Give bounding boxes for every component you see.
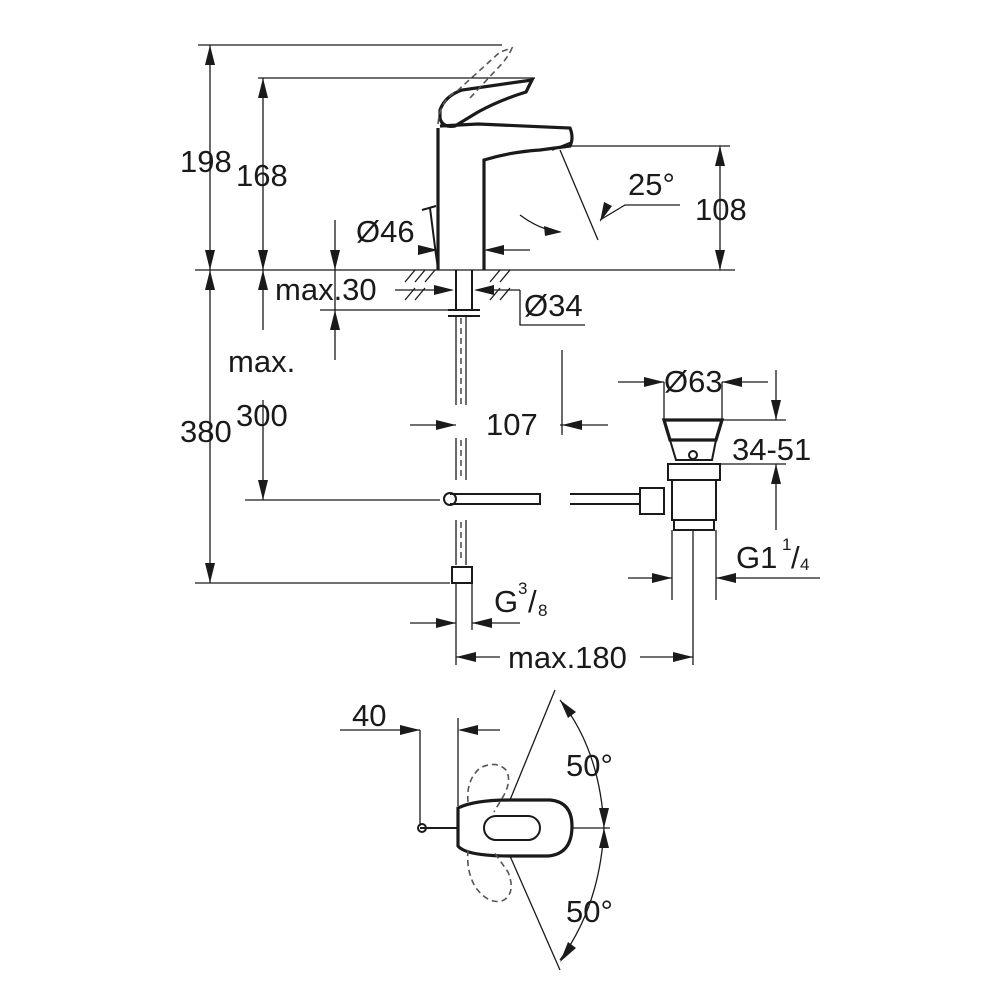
faucet-top-view — [340, 689, 610, 971]
label-25-degree: 25° — [628, 167, 675, 202]
label-diameter-63: Ø63 — [664, 364, 723, 399]
top-view-body — [456, 798, 574, 858]
label-168: 168 — [236, 158, 288, 193]
faucet-side-view — [404, 46, 640, 584]
label-g1-main: G1 — [736, 540, 777, 575]
label-50-degree-up: 50° — [566, 748, 613, 783]
label-g-numerator: 3 — [518, 579, 527, 598]
top-view-aerator — [483, 815, 541, 841]
label-108: 108 — [695, 192, 747, 227]
faucet-handle — [438, 77, 535, 128]
label-diameter-34: Ø34 — [524, 288, 583, 323]
dimension-labels: 198 168 25° 108 Ø46 max.30 Ø34 max. 380 … — [180, 144, 811, 929]
label-g-main: G — [494, 584, 518, 619]
label-34-51: 34-51 — [732, 432, 811, 467]
label-max-30: max.30 — [275, 272, 377, 307]
label-g-slash: / — [528, 584, 537, 619]
label-g-denominator: 8 — [538, 601, 547, 620]
mounting-shank — [448, 270, 480, 317]
waste-fitting — [639, 418, 725, 531]
label-50-degree-down: 50° — [566, 894, 613, 929]
label-max-180: max.180 — [508, 640, 627, 675]
label-300: 300 — [236, 398, 288, 433]
popup-linkage-rod — [443, 492, 640, 506]
label-198: 198 — [180, 144, 232, 179]
supply-connector — [451, 566, 473, 584]
faucet-handle-raised-outline — [437, 46, 514, 125]
label-107: 107 — [486, 407, 538, 442]
dimension-lines — [195, 44, 820, 665]
label-diameter-46: Ø46 — [356, 214, 415, 249]
label-g1-slash: / — [791, 540, 800, 575]
spout-tip — [551, 141, 573, 151]
supply-hose — [455, 316, 467, 565]
label-max: max. — [228, 344, 295, 379]
label-g1-denominator: 4 — [800, 555, 809, 574]
faucet-body — [436, 122, 574, 270]
label-380: 380 — [180, 414, 232, 449]
label-40: 40 — [352, 698, 386, 733]
deck-hatching — [404, 269, 511, 301]
drain-pull-rod — [421, 205, 439, 269]
label-g1-numerator: 1 — [782, 535, 791, 554]
